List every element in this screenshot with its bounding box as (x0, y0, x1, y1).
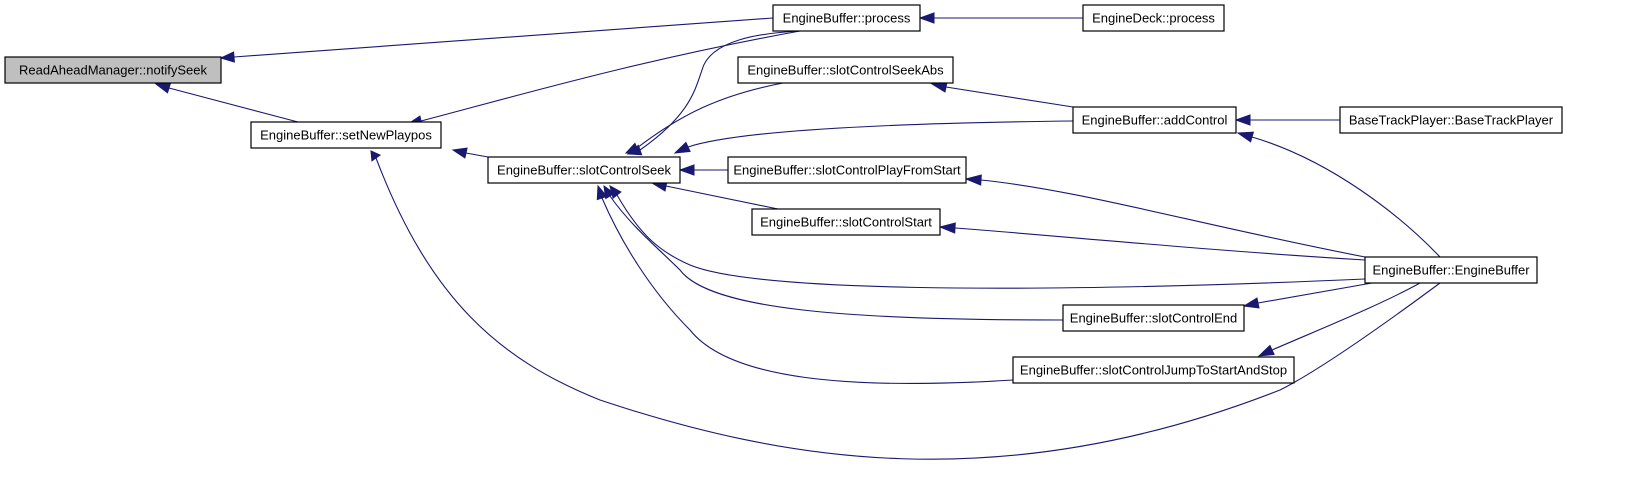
node-slotControlSeekAbs[interactable]: EngineBuffer::slotControlSeekAbs (737, 56, 954, 84)
node-addControl[interactable]: EngineBuffer::addControl (1072, 106, 1237, 134)
node-box[interactable] (1082, 4, 1225, 32)
edge-line (1271, 282, 1421, 351)
node-slotControlPlayFromStart[interactable]: EngineBuffer::slotControlPlayFromStart (727, 156, 967, 184)
node-label: EngineBuffer::slotControlSeekAbs (747, 63, 944, 78)
edge-line (1257, 282, 1373, 304)
edge-arrowhead (918, 12, 935, 24)
edge-arrowhead (1236, 131, 1255, 143)
node-box[interactable] (727, 156, 967, 184)
edges-layer (154, 12, 1441, 460)
node-label: EngineBuffer::process (783, 11, 911, 26)
edge-arrowhead (678, 164, 695, 176)
edge-slotControlPlayFromStart-to-slotControlSeek (678, 164, 728, 176)
node-label: EngineBuffer::addControl (1082, 113, 1228, 128)
edge-line (980, 179, 1366, 258)
edge-arrowhead (370, 150, 382, 162)
edge-line (420, 30, 801, 122)
edge-arrowhead (219, 51, 235, 63)
node-label: EngineBuffer::slotControlPlayFromStart (733, 163, 961, 178)
node-label: EngineBuffer::EngineBuffer (1372, 263, 1530, 278)
edge-line (601, 197, 1014, 385)
edge-arrowhead (1257, 344, 1275, 357)
edge-arrowhead (451, 147, 468, 159)
node-box[interactable] (1364, 256, 1538, 284)
edge-engineDeckProcess-to-process (918, 12, 1083, 24)
edge-setNewPlaypos-to-notifySeek (154, 82, 299, 123)
edge-engineBufferCtor-to-slotControlEnd (1242, 282, 1373, 309)
node-label: BaseTrackPlayer::BaseTrackPlayer (1349, 113, 1554, 128)
node-label: ReadAheadManager::notifySeek (19, 63, 207, 78)
node-box[interactable] (737, 56, 954, 84)
edge-engineBufferCtor-to-slotControlJumpToStartAndStop (1257, 282, 1421, 357)
edge-engineBufferCtor-to-slotControlSeek (609, 185, 1366, 289)
edge-line (233, 17, 774, 58)
node-box[interactable] (487, 156, 681, 184)
edge-arrowhead (603, 184, 616, 200)
edge-line (168, 87, 299, 123)
node-box[interactable] (1062, 304, 1245, 332)
edge-line (687, 120, 1074, 148)
edge-arrowhead (154, 82, 172, 94)
node-slotControlStart[interactable]: EngineBuffer::slotControlStart (751, 208, 941, 236)
node-engineDeckProcess[interactable]: EngineDeck::process (1082, 4, 1225, 32)
edge-line (636, 82, 784, 149)
edge-arrowhead (938, 222, 956, 234)
edge-baseTrackPlayer-to-addControl (1234, 114, 1340, 126)
edge-engineBufferCtor-to-addControl (1236, 131, 1441, 258)
edge-line (954, 227, 1366, 261)
node-process[interactable]: EngineBuffer::process (772, 4, 921, 32)
edge-slotControlJumpToStartAndStop-to-slotControlSeek (596, 184, 1014, 385)
node-label: EngineDeck::process (1092, 11, 1215, 26)
edge-engineBufferCtor-to-slotControlPlayFromStart (964, 174, 1366, 258)
edge-slotControlStart-to-slotControlSeek (650, 180, 779, 210)
edge-arrowhead (673, 141, 691, 154)
node-box[interactable] (772, 4, 921, 32)
edge-line (609, 195, 1064, 321)
node-slotControlJumpToStartAndStop[interactable]: EngineBuffer::slotControlJumpToStartAndS… (1012, 356, 1295, 384)
edge-slotControlSeek-to-setNewPlaypos (451, 147, 489, 159)
edge-line (375, 157, 1441, 460)
edge-engineBufferCtor-to-slotControlStart (938, 222, 1366, 261)
node-slotControlEnd[interactable]: EngineBuffer::slotControlEnd (1062, 304, 1245, 332)
node-box[interactable] (4, 56, 222, 84)
edge-addControl-to-slotControlSeekAbs (930, 81, 1074, 108)
node-box[interactable] (1339, 106, 1563, 134)
edge-arrowhead (1242, 297, 1260, 309)
node-box[interactable] (1012, 356, 1295, 384)
edge-line (1251, 136, 1441, 258)
node-label: EngineBuffer::slotControlStart (760, 215, 932, 230)
node-label: EngineBuffer::slotControlEnd (1070, 311, 1237, 326)
edge-line (616, 194, 1366, 289)
edge-arrowhead (596, 184, 608, 201)
edge-slotControlSeekAbs-to-slotControlSeek (624, 82, 784, 154)
node-notifySeek[interactable]: ReadAheadManager::notifySeek (4, 56, 222, 84)
edge-line (665, 185, 779, 210)
edge-line (639, 30, 801, 151)
node-engineBufferCtor[interactable]: EngineBuffer::EngineBuffer (1364, 256, 1538, 284)
node-setNewPlaypos[interactable]: EngineBuffer::setNewPlaypos (250, 121, 442, 149)
edge-line (465, 152, 489, 158)
node-slotControlSeek[interactable]: EngineBuffer::slotControlSeek (487, 156, 681, 184)
node-box[interactable] (1072, 106, 1237, 134)
node-label: EngineBuffer::setNewPlaypos (260, 128, 432, 143)
node-label: EngineBuffer::slotControlSeek (497, 163, 671, 178)
edge-line (945, 86, 1074, 108)
node-baseTrackPlayer[interactable]: BaseTrackPlayer::BaseTrackPlayer (1339, 106, 1563, 134)
edge-slotControlEnd-to-slotControlSeek (603, 184, 1064, 321)
edge-engineBufferCtor-to-setNewPlaypos (370, 150, 1441, 460)
edge-arrowhead (964, 174, 982, 186)
node-label: EngineBuffer::slotControlJumpToStartAndS… (1020, 363, 1287, 378)
edge-arrowhead (624, 142, 640, 154)
node-box[interactable] (751, 208, 941, 236)
node-box[interactable] (250, 121, 442, 149)
edge-addControl-to-slotControlSeek (673, 120, 1074, 154)
edge-arrowhead (1234, 114, 1251, 126)
nodes-layer: ReadAheadManager::notifySeekEngineBuffer… (4, 4, 1563, 384)
edge-process-to-notifySeek (219, 17, 774, 63)
